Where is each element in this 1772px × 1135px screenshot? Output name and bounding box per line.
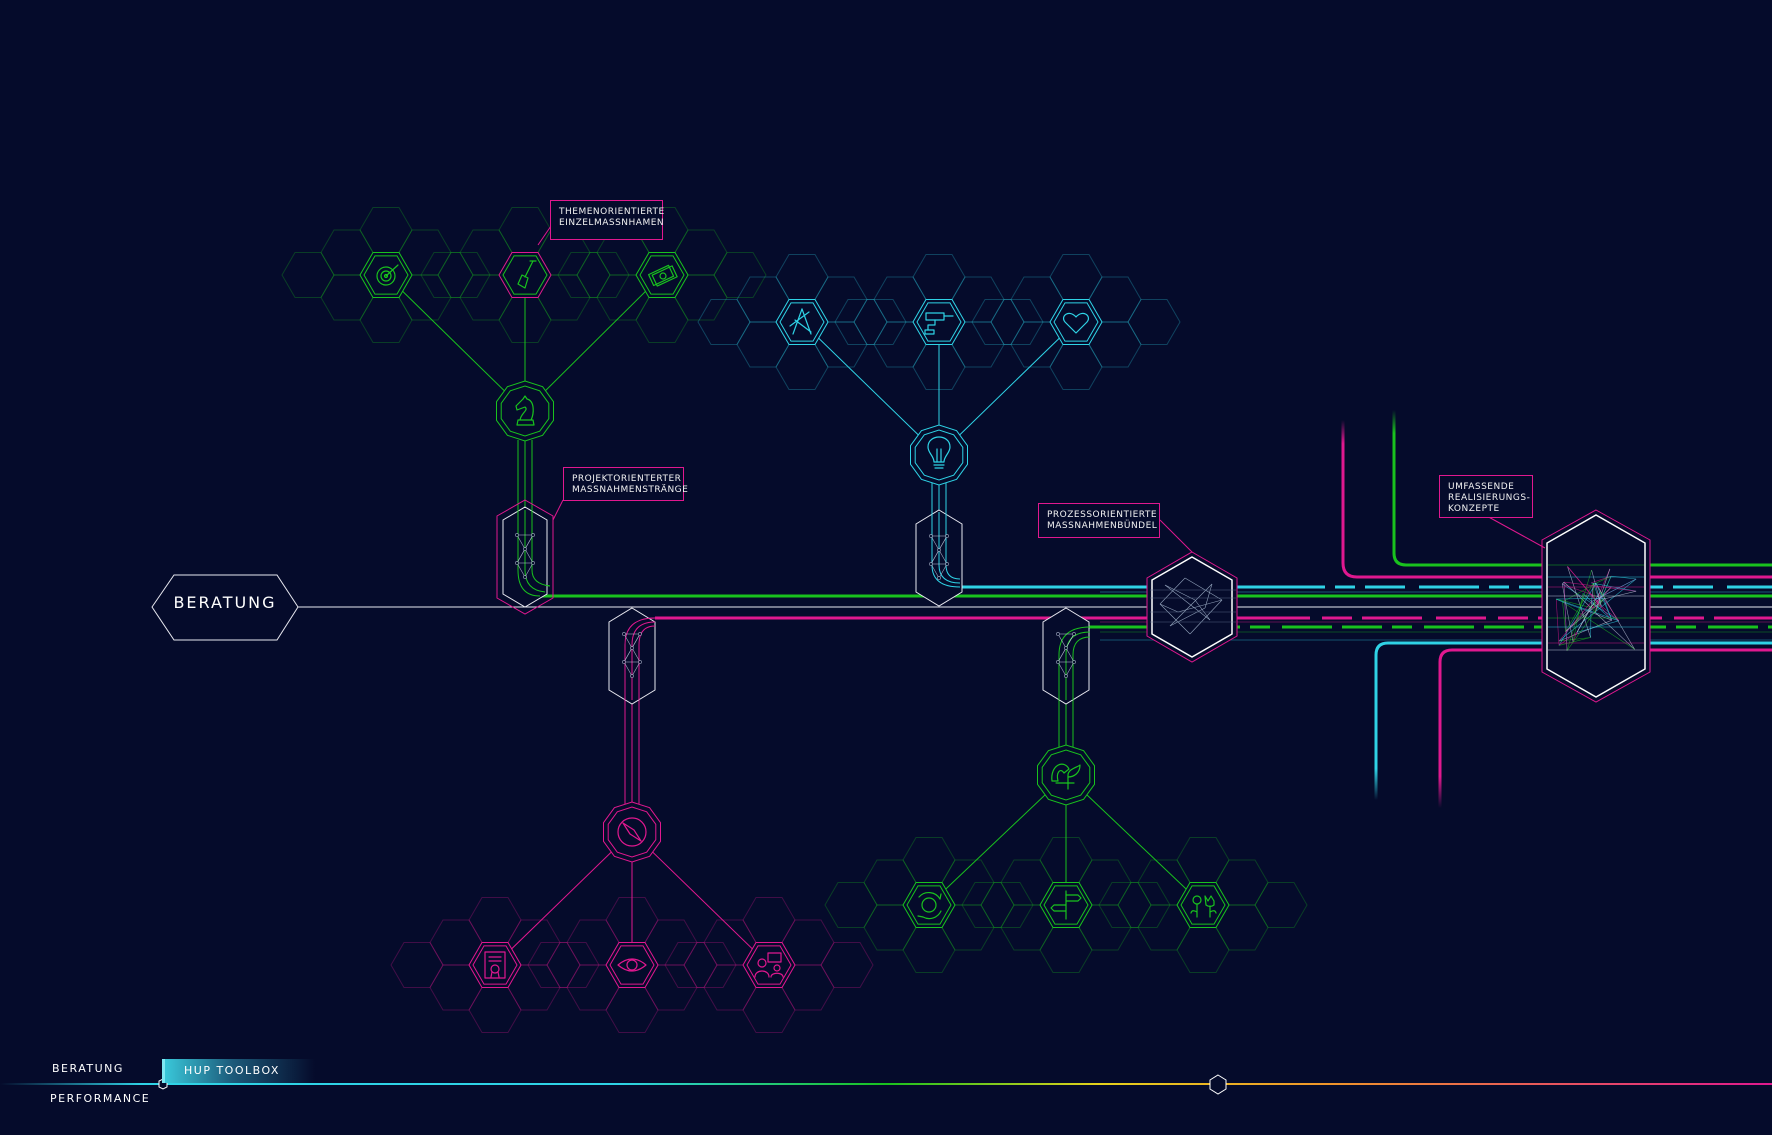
bg-hex [1098,882,1152,928]
bg-hex [635,297,689,343]
connector-network-dots [515,533,1076,678]
bg-hex [527,942,581,988]
recycle-icon[interactable] [902,882,956,928]
bg-hex [420,252,474,298]
bg-hex [1254,882,1308,928]
plant-hand-icon[interactable] [1037,744,1095,806]
paint-roller-icon[interactable] [912,299,966,345]
target-icon[interactable] [359,252,413,298]
bg-hex [359,207,413,253]
flowers-icon[interactable] [1176,882,1230,928]
bg-hex [971,299,1025,345]
network-graph [622,632,642,678]
network-graph [929,534,949,580]
right-incoming-lines [1341,410,1772,808]
bg-hex [713,252,767,298]
nav-tab-hup-toolbox[interactable]: HUP TOOLBOX [162,1059,315,1083]
bg-hex [683,942,737,988]
bg-hex [546,942,600,988]
callout-themenorientierte: THEMENORIENTIERTE EINZELMASSNHAMEN [550,200,664,240]
compass-icon[interactable] [603,801,661,863]
bg-hex [742,897,796,943]
shovel-icon[interactable] [498,252,552,298]
bg-hex [1117,882,1171,928]
bg-hex [1127,299,1181,345]
bg-hex [697,299,751,345]
certificate-icon[interactable] [468,942,522,988]
nav-tab-label: HUP TOOLBOX [184,1064,280,1077]
bg-hex [820,942,874,988]
bg-hex [912,254,966,300]
bg-hex [468,987,522,1033]
bg-hex [902,837,956,883]
bg-hex [359,297,413,343]
bg-hex [557,252,611,298]
bg-hex [468,897,522,943]
bg-hex [980,882,1034,928]
connector-green-top[interactable] [496,499,554,615]
bg-hex [853,299,907,345]
callout-prozessorientierte: PROZESSORIENTIERTE MASSNAHMENBÜNDEL [1038,503,1160,538]
bg-hex [902,927,956,973]
bg-hex [1039,927,1093,973]
bg-hex [498,207,552,253]
bg-hex [1049,344,1103,390]
bg-hex [664,942,718,988]
connector-magenta-bottom[interactable] [608,607,656,705]
money-icon[interactable] [635,252,689,298]
timeline-marker[interactable] [1209,1074,1227,1095]
bg-hex [961,882,1015,928]
nav-item-performance[interactable]: PERFORMANCE [50,1092,151,1105]
bg-hex [775,344,829,390]
bg-hex [742,987,796,1033]
network-graph [1056,632,1076,678]
drafting-compass-icon[interactable] [775,299,829,345]
bg-hex [990,299,1044,345]
eye-icon[interactable] [605,942,659,988]
bg-hex [1049,254,1103,300]
bg-hex [775,254,829,300]
bg-hex [1176,837,1230,883]
icon-nodes [359,252,1230,988]
beratung-node[interactable] [151,574,299,641]
bg-hex [834,299,888,345]
callout-umfassende: UMFASSENDE REALISIERUNGS- KONZEPTE [1439,475,1533,518]
bg-hex [576,252,630,298]
bg-hex [390,942,444,988]
chess-knight-icon[interactable] [496,380,554,442]
bg-hex [824,882,878,928]
lightbulb-icon[interactable] [910,424,968,486]
callout-leaders [537,225,1546,553]
bg-hex [437,252,491,298]
signpost-icon[interactable] [1039,882,1093,928]
bg-hex [281,252,335,298]
bg-hex [1176,927,1230,973]
beratung-label: BERATUNG [173,593,277,612]
connector-cyan-top[interactable] [915,509,963,607]
nav-item-beratung[interactable]: BERATUNG [52,1062,124,1075]
network-graph [515,533,535,579]
callout-projektorientierte: PROJEKTORIENTERTER MASSNAHMENSTRÄNGE [563,467,688,501]
presentation-icon[interactable] [742,942,796,988]
connector-green-bottom[interactable] [1042,607,1091,705]
concept-hexagon[interactable] [1541,509,1651,703]
bg-hex [605,987,659,1033]
process-hexagon[interactable] [1146,551,1238,663]
heart-icon[interactable] [1049,299,1103,345]
